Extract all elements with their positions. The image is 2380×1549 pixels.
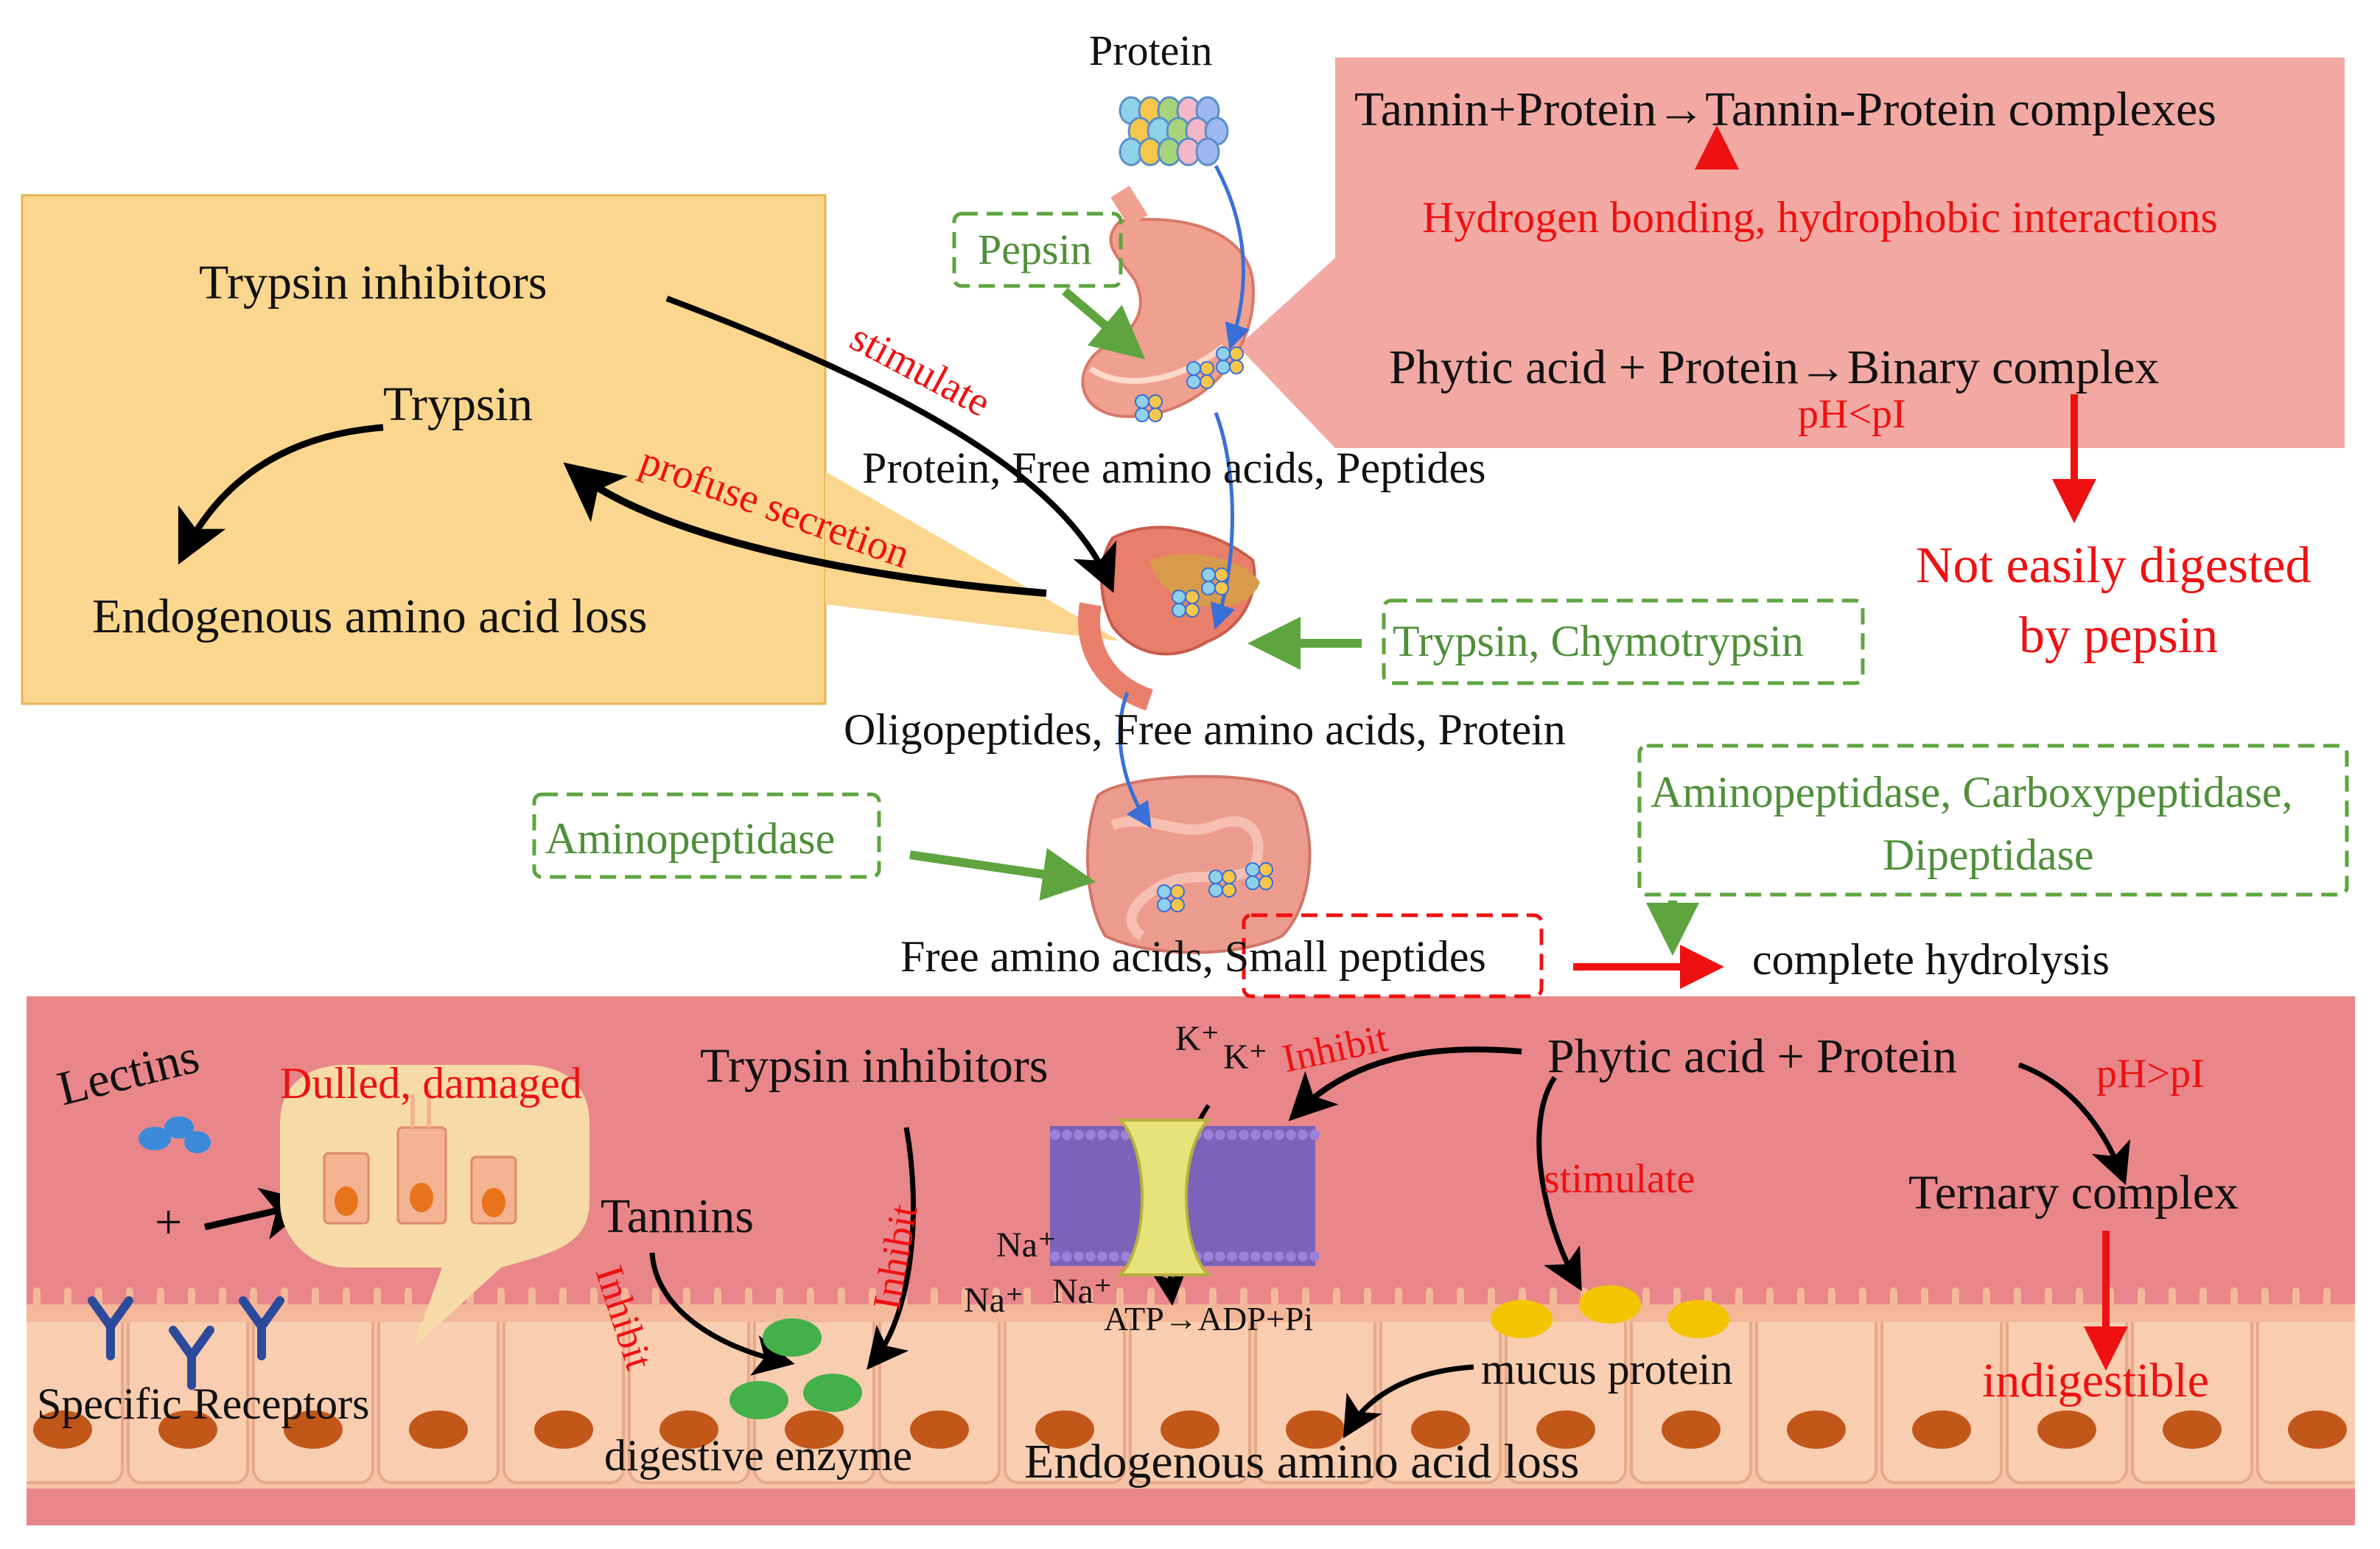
aminopeptidase-label: Aminopeptidase xyxy=(545,814,835,863)
pepsin-label: Pepsin xyxy=(978,225,1092,273)
mucus-protein-blobs xyxy=(1491,1285,1729,1338)
enzyme-arrows xyxy=(909,287,1699,956)
enzyme-boxes xyxy=(532,211,2349,999)
not-digested-line2: by pepsin xyxy=(2019,607,2218,664)
mucus-protein-label: mucus protein xyxy=(1481,1345,1733,1394)
plus-sign: + xyxy=(155,1195,182,1249)
stimulate-bottom-label: stimulate xyxy=(1544,1156,1695,1202)
antinutrient-complex-panel xyxy=(1238,57,2345,448)
k-ion-2: K⁺ xyxy=(1223,1038,1267,1077)
yellow-trypsin-inhibitors: Trypsin inhibitors xyxy=(199,256,547,310)
phytic-protein-equation: Phytic acid + Protein→Binary complex xyxy=(1389,340,2159,394)
protein-flow-arrows xyxy=(1118,164,1250,829)
dulled-damaged-label: Dulled, damaged xyxy=(280,1059,582,1108)
atp-label: ATP→ADP+Pi xyxy=(1104,1300,1313,1338)
yellow-trypsin: Trypsin xyxy=(383,377,533,431)
ph-greater-than-pi: pH>pI xyxy=(2096,1051,2205,1097)
na-ion-2: Na⁺ xyxy=(964,1281,1023,1320)
indigestible-label: indigestible xyxy=(1982,1354,2209,1408)
trypsin-chymotrypsin-label: Trypsin, Chymotrypsin xyxy=(1393,617,1804,665)
stomach-illustration xyxy=(1081,186,1255,419)
red-arrows xyxy=(1573,125,2128,1371)
ion-channel-membrane xyxy=(1050,1119,1320,1276)
trypsin-inhibitors-label: Trypsin inhibitors xyxy=(700,1039,1049,1093)
black-arrows xyxy=(178,296,2131,1439)
tannin-protein-equation: Tannin+Protein→Tannin-Protein complexes xyxy=(1354,83,2216,136)
intestine-products: Free amino acids, Small peptides xyxy=(900,932,1486,981)
specific-receptors xyxy=(88,1296,284,1390)
yellow-endogenous-loss: Endogenous amino acid loss xyxy=(92,590,647,643)
damaged-cells-callout xyxy=(280,1065,589,1349)
trypsin-inhibitor-panel xyxy=(21,194,1120,705)
lectin-molecule xyxy=(139,1116,211,1153)
specific-receptors-label: Specific Receptors xyxy=(37,1380,370,1428)
ternary-complex-label: Ternary complex xyxy=(1908,1166,2239,1220)
bonding-label: Hydrogen bonding, hydrophobic interactio… xyxy=(1422,193,2218,242)
protein-label: Protein xyxy=(1089,27,1213,74)
protein-cluster-illustration xyxy=(1119,96,1229,167)
na-ion-3: Na⁺ xyxy=(1052,1272,1112,1311)
not-digested-line1: Not easily digested xyxy=(1916,537,2311,594)
stomach-products: Protein, Free amino acids, Peptides xyxy=(862,444,1486,492)
k-ion-1: K⁺ xyxy=(1175,1019,1219,1058)
tannins-label: Tannins xyxy=(601,1189,754,1243)
aminopeptidase-box xyxy=(532,792,881,879)
pancreas-products: Oligopeptides, Free amino acids, Protein xyxy=(844,705,1566,754)
ph-less-than-pi: pH<pI xyxy=(1798,391,1906,437)
complete-hydrolysis-label: complete hydrolysis xyxy=(1752,935,2110,984)
phytic-protein-label: Phytic acid + Protein xyxy=(1547,1029,1957,1083)
intestines-illustration xyxy=(1086,774,1312,954)
bottom-endogenous-loss: Endogenous amino acid loss xyxy=(1024,1435,1579,1489)
digestive-enzyme-blobs xyxy=(729,1318,862,1419)
small-peptides-box xyxy=(1242,913,1544,999)
brush-enzymes-line2: Dipeptidase xyxy=(1883,831,2094,879)
digesta-particles xyxy=(1135,346,1273,912)
trypsin-chymotrypsin-box xyxy=(1382,598,1865,685)
na-ion-1: Na⁺ xyxy=(996,1225,1056,1265)
pepsin-box xyxy=(952,211,1123,288)
brush-enzymes-line1: Aminopeptidase, Carboxypeptidase, xyxy=(1651,768,2292,817)
digestive-enzyme-label: digestive enzyme xyxy=(604,1431,912,1480)
